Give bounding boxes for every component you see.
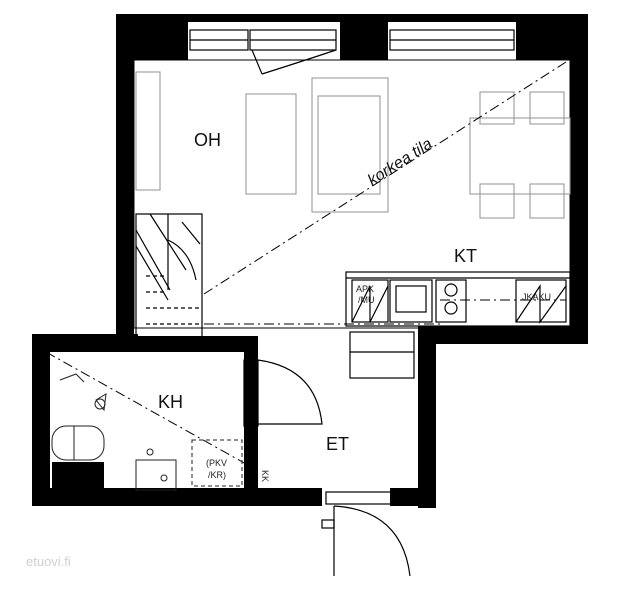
walls	[32, 14, 588, 508]
window-swing	[251, 49, 337, 75]
apk-label: APK	[356, 284, 374, 294]
stove	[435, 279, 467, 323]
window-lintel-right	[388, 14, 516, 22]
sofa-seat	[317, 95, 381, 195]
coffee-table	[245, 93, 297, 195]
wall-bath-right	[244, 344, 258, 494]
shower-fixture	[59, 373, 107, 412]
washbasin	[135, 459, 177, 491]
chair-2	[529, 91, 565, 125]
pkv-label: (PKV	[206, 458, 227, 468]
wall-left	[116, 14, 134, 344]
jkaku-label: JKAKU	[522, 292, 551, 302]
living-furniture	[135, 71, 571, 219]
wall-bottom	[32, 488, 322, 506]
bed	[135, 71, 161, 191]
kr-label: /KR)	[208, 470, 226, 480]
fridge	[515, 279, 567, 323]
laundry-space	[191, 439, 243, 487]
wall-bottom-right	[390, 488, 436, 506]
mu-label: /MU	[358, 295, 375, 305]
room-label-et: ET	[326, 434, 349, 454]
chair-4	[529, 183, 565, 219]
wall-entrance-right	[418, 326, 436, 508]
cabinet	[349, 331, 415, 379]
watermark: etuovi.fi	[26, 554, 71, 569]
toilet	[51, 425, 105, 461]
wall-bath-inner-top	[108, 336, 258, 352]
chair-3	[479, 183, 515, 219]
room-label-oh: OH	[194, 130, 221, 150]
bath-door-swing	[257, 359, 323, 425]
window-lintel-left	[188, 14, 340, 22]
stair-case	[135, 213, 203, 349]
chair-1	[479, 91, 515, 125]
kitchen-counter	[345, 271, 571, 379]
wall-kitchen-bottom	[432, 326, 588, 344]
counter	[345, 271, 571, 327]
wall-bath-corner	[52, 462, 104, 490]
sofa	[311, 77, 389, 213]
doors	[243, 359, 411, 577]
stairs	[135, 213, 203, 349]
high-space-label: korkea tila	[365, 135, 436, 189]
room-label-kh: KH	[158, 392, 183, 412]
room-label-kt: KT	[454, 246, 477, 266]
wall-bath-left	[32, 334, 50, 506]
high-space-lines	[45, 61, 567, 465]
wall-top-middle	[340, 14, 388, 60]
sink	[389, 279, 433, 323]
wall-right	[570, 14, 588, 344]
entry-handle	[321, 519, 335, 529]
sink-basin	[395, 285, 427, 313]
entry-door-swing	[333, 505, 411, 577]
bath-door-leaf	[243, 359, 259, 427]
dining-table	[469, 117, 571, 195]
entry-threshold	[325, 491, 393, 505]
kk-label: KK	[260, 470, 270, 482]
bath-fixtures	[51, 373, 243, 491]
windows	[189, 29, 515, 75]
